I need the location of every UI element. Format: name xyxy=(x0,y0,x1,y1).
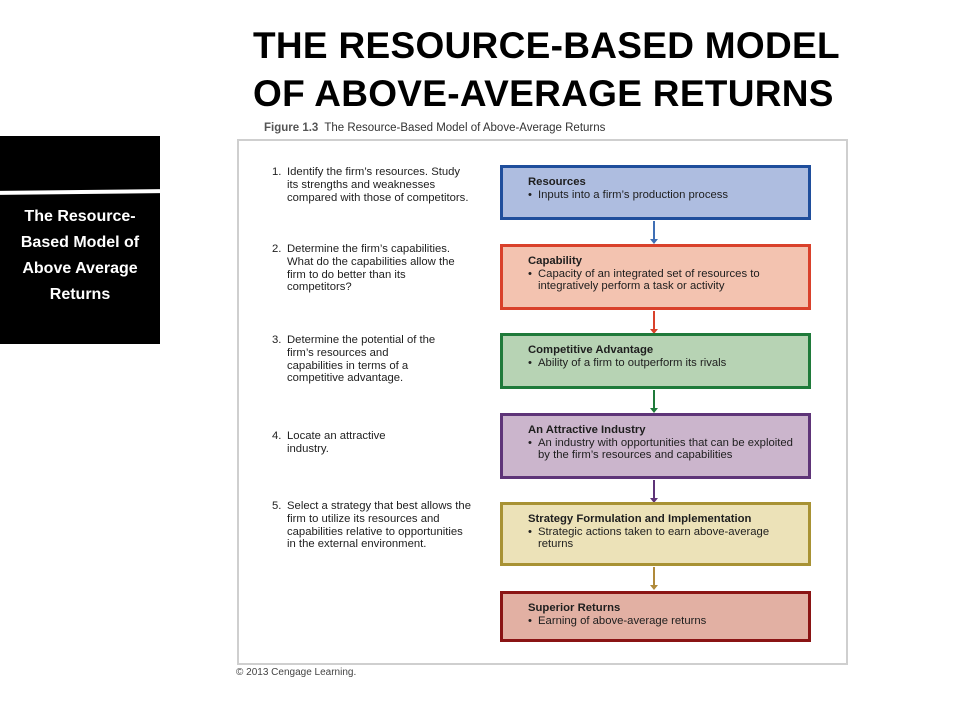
slide-title-line-1: THE RESOURCE-BASED MODEL xyxy=(253,25,840,66)
box-bullet: An industry with opportunities that can … xyxy=(528,437,798,462)
box-title: Strategy Formulation and Implementation xyxy=(528,513,752,525)
sidebar-label: The Resource-Based Model of Above Averag… xyxy=(20,208,140,303)
box-title: Capability xyxy=(528,255,582,267)
step-text: Determine the potential of the firm’s re… xyxy=(287,334,436,385)
step-4: 4. Locate an attractive industry. xyxy=(272,430,472,456)
box-attractive-industry: An Attractive Industry An industry with … xyxy=(500,413,811,479)
box-bullet: Inputs into a firm’s production process xyxy=(528,189,798,202)
sidebar-block xyxy=(0,136,160,344)
copyright-notice: © 2013 Cengage Learning. xyxy=(236,667,357,678)
flow-arrow xyxy=(650,221,658,244)
figure-caption-text: The Resource-Based Model of Above-Averag… xyxy=(324,122,606,134)
box-bullet: Ability of a firm to outperform its riva… xyxy=(528,357,798,370)
slide-title-line-2: OF ABOVE-AVERAGE RETURNS xyxy=(253,73,834,114)
step-2: 2. Determine the firm’s capabilities. Wh… xyxy=(272,243,472,294)
step-number: 1. xyxy=(272,166,282,178)
step-text: Locate an attractive industry. xyxy=(287,430,386,455)
flow-arrow xyxy=(650,480,658,503)
box-strategy-formulation: Strategy Formulation and Implementation … xyxy=(500,502,811,566)
flow-arrow xyxy=(650,567,658,590)
step-number: 4. xyxy=(272,430,282,442)
figure-panel xyxy=(237,139,848,665)
box-resources: Resources Inputs into a firm’s productio… xyxy=(500,165,811,220)
box-bullet: Capacity of an integrated set of resourc… xyxy=(528,268,798,293)
box-title: Competitive Advantage xyxy=(528,344,654,356)
slide-title: THE RESOURCE-BASED MODEL OF ABOVE-AVERAG… xyxy=(253,22,893,118)
box-capability: Capability Capacity of an integrated set… xyxy=(500,244,811,310)
flow-arrow xyxy=(650,390,658,413)
step-1: 1. Identify the firm’s resources. Study … xyxy=(272,166,472,204)
box-superior-returns: Superior Returns Earning of above-averag… xyxy=(500,591,811,642)
step-text: Select a strategy that best allows the f… xyxy=(287,500,471,551)
step-number: 3. xyxy=(272,334,282,346)
flow-arrow xyxy=(650,311,658,334)
box-bullet: Strategic actions taken to earn above-av… xyxy=(528,526,798,551)
figure-caption: Figure 1.3 The Resource-Based Model of Ab… xyxy=(264,122,605,134)
box-bullet: Earning of above-average returns xyxy=(528,615,798,628)
box-title: Superior Returns xyxy=(528,602,621,614)
step-text: Determine the firm’s capabilities. What … xyxy=(287,243,455,294)
step-3: 3. Determine the potential of the firm’s… xyxy=(272,334,472,385)
figure-number: Figure 1.3 xyxy=(264,122,319,134)
step-number: 5. xyxy=(272,500,282,512)
step-5: 5. Select a strategy that best allows th… xyxy=(272,500,472,551)
step-number: 2. xyxy=(272,243,282,255)
step-text: Identify the firm’s resources. Study its… xyxy=(287,166,469,204)
box-title: Resources xyxy=(528,176,586,188)
box-competitive-advantage: Competitive Advantage Ability of a firm … xyxy=(500,333,811,389)
box-title: An Attractive Industry xyxy=(528,424,646,436)
